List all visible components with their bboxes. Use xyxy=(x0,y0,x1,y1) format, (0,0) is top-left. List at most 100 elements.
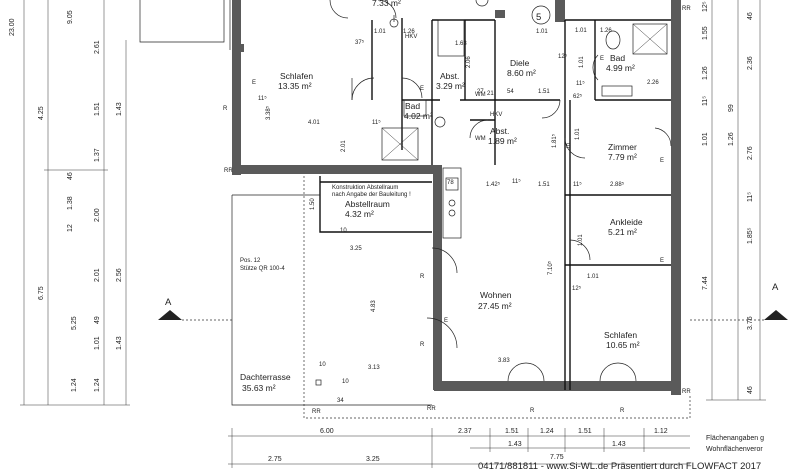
svg-text:2.01: 2.01 xyxy=(94,268,101,282)
room-labels: 7.33 m² Schlafen 13.35 m² HKV Abst. 3.29… xyxy=(240,0,643,393)
stair-code: 78 xyxy=(447,180,454,186)
room-wohnen-area: 27.45 m² xyxy=(478,301,512,311)
unit-number: 5 xyxy=(536,12,541,23)
svg-text:E: E xyxy=(660,258,664,264)
svg-text:3.76: 3.76 xyxy=(747,316,754,330)
svg-text:1.55: 1.55 xyxy=(702,26,709,40)
dimension-lines-right xyxy=(706,0,766,401)
footer-watermark: 04171/881811 - www.Si-WL.de Präsentiert … xyxy=(478,461,761,472)
footer-text: 04171/881811 - www.Si-WL.de Präsentiert … xyxy=(478,461,761,472)
svg-text:1.26: 1.26 xyxy=(728,132,735,146)
room-abst-2-name: Abst. xyxy=(490,126,509,136)
svg-text:3.38⁵: 3.38⁵ xyxy=(265,105,272,120)
svg-text:E: E xyxy=(660,158,664,164)
top-left-building-fragment xyxy=(139,0,231,50)
svg-text:RR: RR xyxy=(682,389,691,395)
room-diele-area: 8.60 m² xyxy=(507,68,536,78)
svg-text:49: 49 xyxy=(94,316,101,324)
svg-text:7.75: 7.75 xyxy=(550,454,564,461)
room-schlafen-2-area: 10.65 m² xyxy=(606,340,640,350)
svg-text:2.37: 2.37 xyxy=(458,428,472,435)
svg-text:11⁵: 11⁵ xyxy=(576,80,585,87)
interior-dimension-labels: 1.01 1.26 1.63 2.06 1.01 1.01 1.26 1.01 … xyxy=(265,28,659,404)
svg-text:3.13: 3.13 xyxy=(368,365,380,371)
svg-text:1.63: 1.63 xyxy=(455,41,467,47)
room-schlafen-1-name: Schlafen xyxy=(280,71,313,81)
dimension-lines-left xyxy=(20,0,130,406)
svg-text:1.37: 1.37 xyxy=(94,148,101,162)
svg-text:5.25: 5.25 xyxy=(71,316,78,330)
unit-marker: 5 xyxy=(389,0,551,28)
note-pos-2: Stütze QR 100-4 xyxy=(240,266,285,272)
svg-text:R: R xyxy=(530,408,535,414)
room-dachterrasse-name: Dachterrasse xyxy=(240,372,291,382)
svg-text:1.01: 1.01 xyxy=(575,28,587,34)
svg-text:10: 10 xyxy=(342,379,349,385)
legend-line-2: Wohnflächenveror xyxy=(706,446,763,453)
svg-text:2.00: 2.00 xyxy=(94,208,101,222)
svg-text:2.61: 2.61 xyxy=(94,40,101,54)
room-abstellraum-name: Abstellraum xyxy=(345,199,390,209)
svg-text:1.43: 1.43 xyxy=(612,441,626,448)
svg-text:RR: RR xyxy=(224,168,233,174)
room-wohnen-name: Wohnen xyxy=(480,290,512,300)
svg-text:27: 27 xyxy=(477,89,484,95)
room-schlafen-2-name: Schlafen xyxy=(604,330,637,340)
section-a-right-label: A xyxy=(772,282,779,293)
room-zimmer-area: 7.79 m² xyxy=(608,152,637,162)
dimension-lines-bottom xyxy=(228,428,690,468)
svg-text:E: E xyxy=(444,318,448,324)
svg-text:1.01: 1.01 xyxy=(579,56,585,68)
svg-text:1.01: 1.01 xyxy=(702,132,709,146)
svg-text:1.24: 1.24 xyxy=(94,378,101,392)
svg-text:46: 46 xyxy=(747,386,754,394)
svg-text:2.76: 2.76 xyxy=(747,146,754,160)
svg-text:12⁵: 12⁵ xyxy=(558,53,568,60)
room-ankleide-name: Ankleide xyxy=(610,217,643,227)
legend-line-1: Flächenangaben g xyxy=(706,435,764,442)
svg-text:R: R xyxy=(420,274,425,280)
svg-text:34: 34 xyxy=(337,398,344,404)
note-konstruktion-1: Konstruktion Abstellraum xyxy=(332,185,398,191)
exterior-walls xyxy=(232,0,681,395)
hkv-1: HKV xyxy=(405,34,417,40)
svg-text:1.01: 1.01 xyxy=(578,234,584,246)
right-dimension-labels: 12⁵ 46 1.55 1.26 2.36 11⁵ 99 1.01 1.26 2… xyxy=(702,1,754,394)
wm-label-1: WM xyxy=(475,92,486,98)
svg-text:99: 99 xyxy=(728,104,735,112)
svg-text:7.44: 7.44 xyxy=(702,276,709,290)
section-a-left-triangle xyxy=(158,310,182,320)
room-abst-2-area: 1.89 m² xyxy=(488,136,517,146)
left-dimension-labels: 23.00 4.25 6.75 5.25 1.24 9.05 2.61 1.51… xyxy=(9,10,123,392)
svg-text:2.26: 2.26 xyxy=(647,80,659,86)
svg-text:R: R xyxy=(420,342,425,348)
svg-text:11⁵: 11⁵ xyxy=(747,192,754,202)
svg-text:2.75: 2.75 xyxy=(268,456,282,463)
svg-text:1.51: 1.51 xyxy=(538,89,550,95)
svg-text:3.25: 3.25 xyxy=(366,456,380,463)
svg-text:1.42⁵: 1.42⁵ xyxy=(486,181,501,188)
svg-text:11⁵: 11⁵ xyxy=(258,95,267,102)
room-zimmer-name: Zimmer xyxy=(608,142,637,152)
room-top-area: 7.33 m² xyxy=(372,0,401,8)
svg-text:9.05: 9.05 xyxy=(67,10,74,24)
svg-text:37⁵: 37⁵ xyxy=(355,39,365,46)
svg-text:4.25: 4.25 xyxy=(38,106,45,120)
room-abst-1-name: Abst. xyxy=(440,71,459,81)
door-codes: R R R R R E E E E E E E RR RR RR RR RR 1… xyxy=(223,6,691,415)
svg-text:46: 46 xyxy=(747,12,754,20)
svg-text:3.25: 3.25 xyxy=(350,246,362,252)
svg-text:7.10⁵: 7.10⁵ xyxy=(547,260,554,275)
room-bad-2-area: 4.99 m² xyxy=(606,63,635,73)
svg-text:12: 12 xyxy=(67,224,74,232)
svg-text:1.01: 1.01 xyxy=(374,29,386,35)
doors xyxy=(329,0,672,382)
note-konstruktion-2: nach Angabe der Bauleitung ! xyxy=(332,192,411,198)
room-bad-1-name: Bad xyxy=(405,101,420,111)
svg-text:1.24: 1.24 xyxy=(540,428,554,435)
svg-text:1.51: 1.51 xyxy=(94,102,101,116)
svg-text:1.85⁵: 1.85⁵ xyxy=(747,227,754,244)
svg-text:1.26: 1.26 xyxy=(403,29,415,35)
terrace-outline xyxy=(231,176,691,419)
